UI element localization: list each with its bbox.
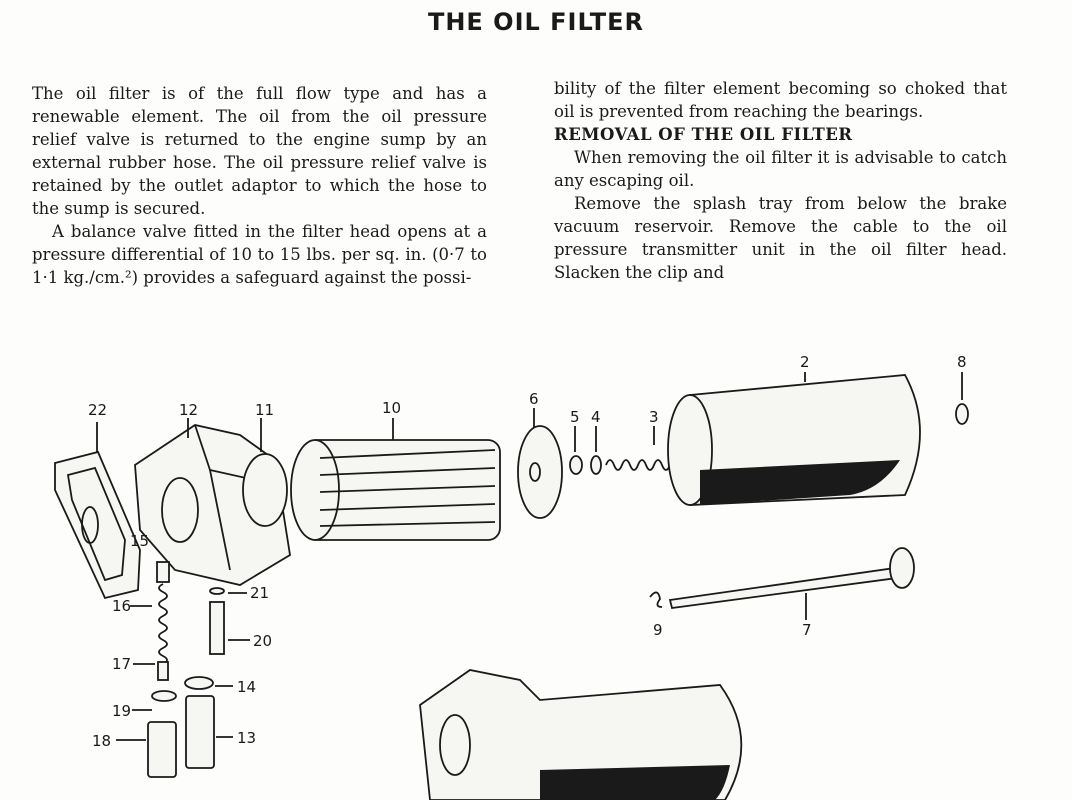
valve-washer-part (151, 690, 177, 702)
paragraph: When removing the oil filter it is advis… (554, 148, 1007, 190)
centre-bolt-part (668, 547, 915, 609)
valve-spring-part (158, 583, 168, 673)
outlet-adaptor-part (185, 695, 215, 769)
adaptor-part (147, 721, 177, 778)
paragraph: A balance valve fitted in the filter hea… (32, 222, 487, 287)
callout-label: 14 (237, 678, 256, 696)
assembled-filter (419, 669, 743, 800)
right-column: bility of the filter element becoming so… (554, 77, 1007, 284)
washer-part (569, 455, 583, 475)
callout-labels: 22 12 11 10 6 5 4 3 2 8 15 16 21 20 17 1… (88, 353, 967, 750)
callout-label: 20 (253, 632, 272, 650)
page-title: THE OIL FILTER (427, 8, 645, 36)
filter-element-part (290, 439, 501, 541)
callout-label: 15 (130, 532, 149, 550)
gasket-part (54, 450, 141, 600)
callout-label: 9 (653, 621, 663, 639)
filter-head-part (134, 424, 291, 586)
valve-cap-part (156, 561, 170, 583)
callout-label: 12 (179, 401, 198, 419)
callout-label: 18 (92, 732, 111, 750)
paragraph: Remove the splash tray from below the br… (554, 194, 1007, 282)
callout-label: 13 (237, 729, 256, 747)
bolt-washer-part (955, 403, 969, 425)
paragraph: bility of the filter element becoming so… (554, 79, 1007, 121)
seal-part (590, 455, 602, 475)
callout-label: 8 (957, 353, 967, 371)
callout-label: 11 (255, 401, 274, 419)
callout-label: 22 (88, 401, 107, 419)
callout-label: 5 (570, 408, 580, 426)
spring-part (605, 459, 671, 471)
callout-label: 21 (250, 584, 269, 602)
sealing-ring-part (184, 676, 214, 690)
head-bolt-part (209, 601, 225, 655)
leader-lines (96, 372, 963, 741)
circlip-part (649, 591, 663, 608)
callout-label: 3 (649, 408, 659, 426)
callout-label: 2 (800, 353, 810, 371)
callout-label: 10 (382, 399, 401, 417)
callout-label: 16 (112, 597, 131, 615)
filter-bowl-part (667, 374, 921, 506)
callout-label: 4 (591, 408, 601, 426)
callout-label: 19 (112, 702, 131, 720)
left-column: The oil filter is of the full flow type … (32, 82, 487, 289)
callout-label: 6 (529, 390, 539, 408)
pressure-plate-part (517, 425, 563, 519)
section-heading: REMOVAL OF THE OIL FILTER (554, 125, 853, 144)
paragraph: The oil filter is of the full flow type … (32, 84, 487, 218)
callout-label: 17 (112, 655, 131, 673)
bolt-washer-small-part (209, 587, 225, 595)
exploded-diagram: 22 12 11 10 6 5 4 3 2 8 15 16 21 20 17 1… (54, 353, 969, 800)
valve-plunger-part (157, 661, 169, 681)
callout-label: 7 (802, 621, 812, 639)
